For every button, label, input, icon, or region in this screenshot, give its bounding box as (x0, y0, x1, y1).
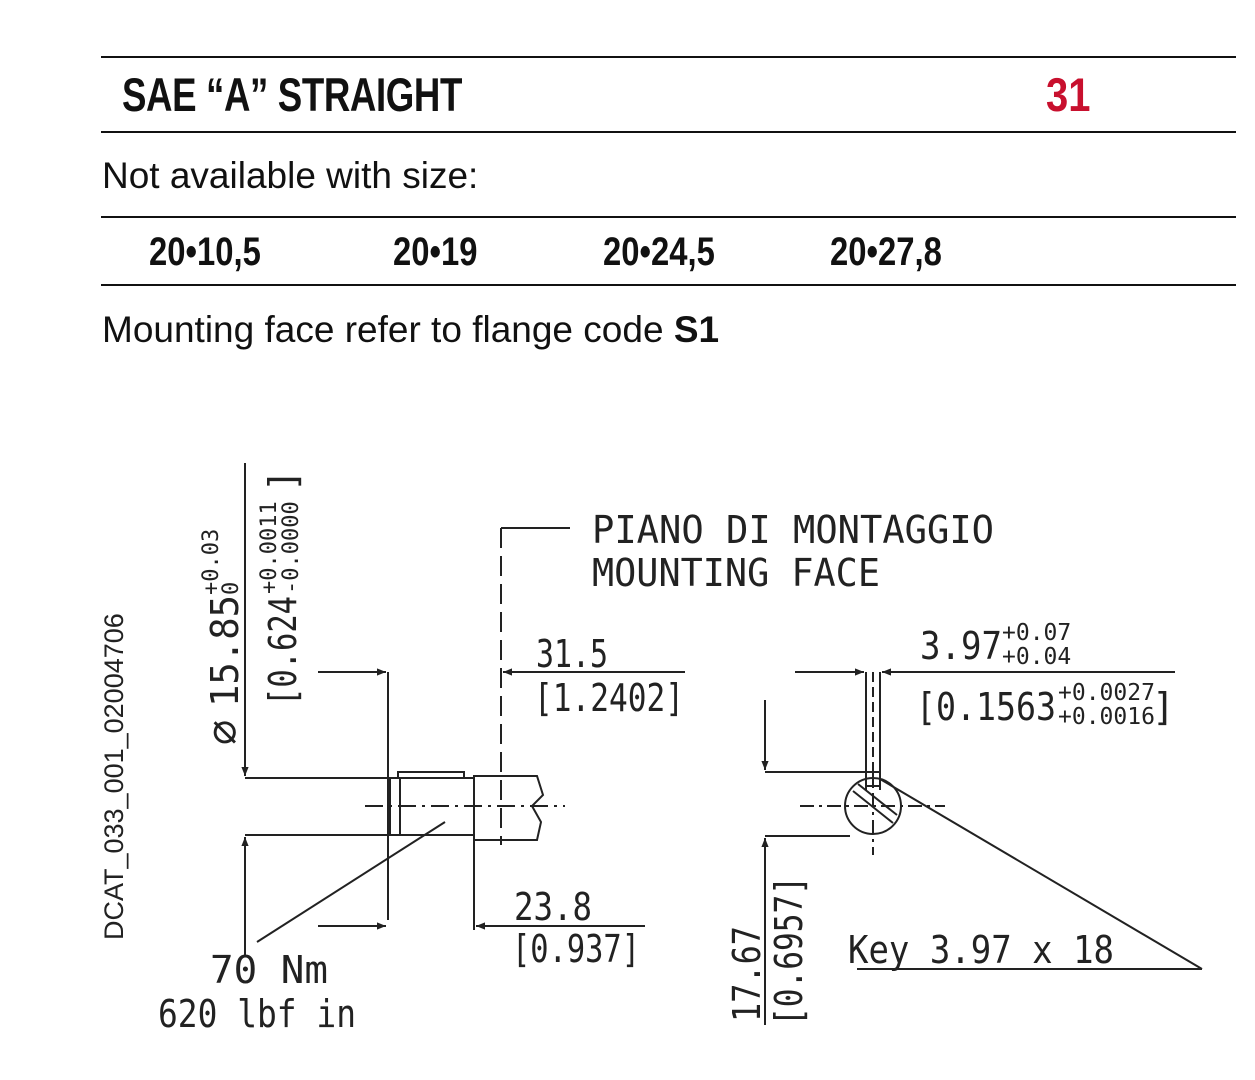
key-height-mm: 17.67 (725, 926, 769, 1022)
unavailable-size: 20•27,8 (830, 230, 942, 274)
diameter-inch-close: ] (261, 469, 305, 492)
diameter-inch-value: [0.624 (261, 596, 305, 706)
diameter-inch-tol-lower: -0.0000 (279, 501, 304, 594)
mounting-note-text: Mounting face refer to flange code (102, 309, 674, 350)
page-title: SAE “A” STRAIGHT (122, 68, 463, 121)
key-width-tol-upper: +0.07 (1002, 620, 1071, 646)
unavailable-size: 20•24,5 (603, 230, 715, 274)
shaft-diameter-dimension: ⌀ 15.85 +0.03 0 (199, 529, 248, 745)
key-width-mm: 3.97 (920, 624, 1002, 668)
torque-metric: 70 Nm (210, 948, 328, 992)
unavailable-size: 20•10,5 (149, 230, 261, 274)
length-mounting-inch: [1.2402] (534, 676, 684, 720)
shaft-section-view (761, 668, 1203, 1025)
key-label: Key 3.97 x 18 (848, 928, 1114, 972)
key-width-dimension: 3.97 +0.07 +0.04 [0.1563 +0.0027 +0.0016… (916, 620, 1175, 730)
diameter-tol-lower: 0 (219, 582, 244, 595)
key-width-inch-value: [0.1563 (916, 685, 1056, 729)
shaft-diameter-inch-dimension: [0.624 +0.0011 -0.0000 ] (257, 469, 305, 706)
shaft-code: 31 (1046, 68, 1091, 121)
mounting-face-label-it: PIANO DI MONTAGGIO (592, 508, 994, 552)
sizes-bottom-rule (101, 284, 1236, 286)
key-width-tol-lower: +0.04 (1002, 644, 1071, 670)
flange-code: S1 (673, 309, 720, 350)
shaft-side-view (241, 463, 685, 955)
key-width-inch-tol-lower: +0.0016 (1058, 704, 1155, 730)
diameter-tol-upper: +0.03 (199, 529, 224, 595)
mounting-note: Mounting face refer to flange code S1 (102, 309, 719, 351)
mounting-face-label-en: MOUNTING FACE (592, 551, 880, 595)
key-height-dimension: 17.67 [0.6957] (725, 876, 811, 1026)
length-key-inch: [0.937] (512, 927, 640, 971)
document-id: DCAT_033_001_02004706 (99, 613, 129, 940)
sizes-top-rule (101, 216, 1236, 218)
key-width-inch-close: ] (1152, 685, 1175, 729)
diameter-inch-tol-upper: +0.0011 (257, 501, 282, 594)
unavailable-size: 20•19 (393, 230, 478, 274)
length-mounting-mm: 31.5 (536, 632, 608, 676)
header-rule (101, 131, 1236, 133)
length-key-mm: 23.8 (514, 885, 592, 929)
diameter-symbol: ⌀ (199, 720, 248, 745)
key-height-inch: [0.6957] (767, 876, 811, 1026)
torque-imperial: 620 lbf in (158, 992, 356, 1036)
availability-label: Not available with size: (102, 155, 479, 196)
diameter-value: 15.85 (203, 595, 247, 707)
top-rule (101, 56, 1236, 58)
key-width-inch-tol-upper: +0.0027 (1058, 680, 1155, 706)
